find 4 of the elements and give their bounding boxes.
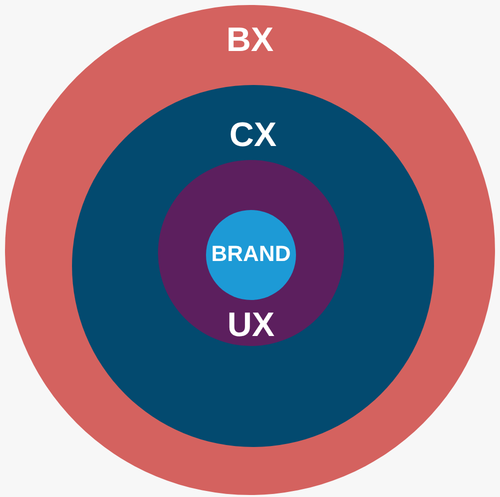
circle-label: CX (229, 118, 277, 152)
circle-label: BX (226, 23, 274, 57)
circle-label: UX (227, 308, 275, 342)
circle-label: BRAND (211, 243, 291, 265)
